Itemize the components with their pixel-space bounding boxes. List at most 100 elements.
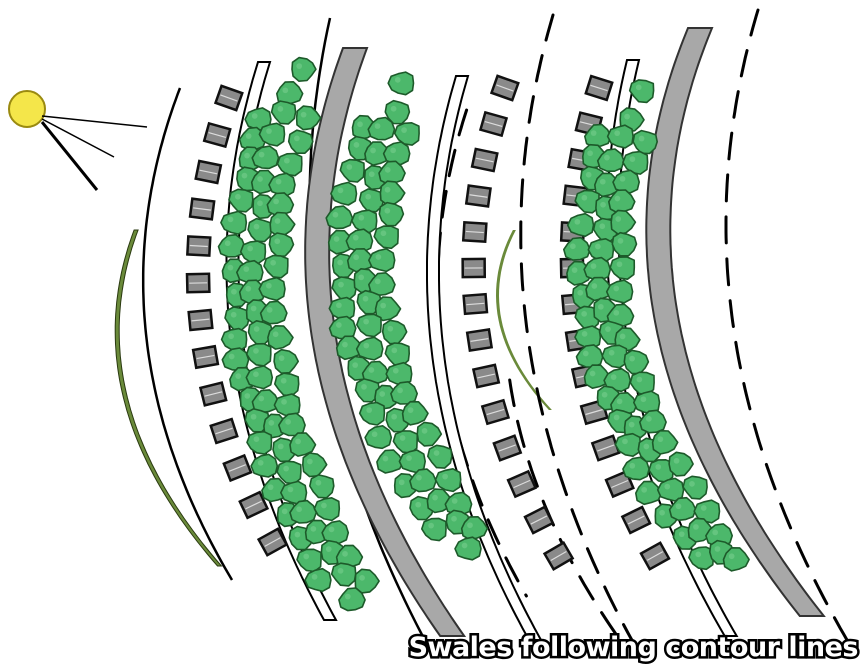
tree-canopy-icon (239, 240, 267, 265)
tree-canopy-icon (614, 432, 642, 457)
tree-canopy-icon (639, 409, 667, 434)
diagram-caption: Swales following contour lines (406, 630, 861, 665)
raised-bed-block-icon (191, 344, 220, 370)
raised-bed-block-icon (480, 398, 511, 426)
tree-canopy-icon (364, 425, 393, 450)
tree-canopy-icon (247, 320, 274, 345)
tree-canopy-icon (688, 546, 715, 571)
raised-bed-block-icon (620, 505, 652, 535)
tree-canopy-icon (246, 430, 273, 455)
tree-canopy-icon (596, 148, 625, 172)
tree-canopy-icon (258, 122, 286, 147)
contour-dashed-line (519, 13, 640, 653)
tree-canopy-icon (289, 432, 317, 457)
tree-canopy-icon (381, 319, 408, 345)
tree-canopy-icon (608, 189, 636, 214)
tree-canopy-icon (668, 496, 697, 522)
raised-bed-block-icon (506, 469, 538, 499)
tree-canopy-icon (421, 517, 447, 542)
tree-canopy-icon (274, 372, 300, 397)
tree-canopy-icon (267, 325, 294, 350)
tree-canopy-icon (612, 169, 640, 194)
tree-canopy-icon (287, 129, 314, 154)
tree-canopy-icon (427, 444, 453, 469)
tree-canopy-icon (364, 141, 392, 166)
raised-bed-block-icon (202, 121, 232, 149)
tree-canopy-icon (454, 536, 482, 561)
swale-channel (645, 27, 826, 617)
tree-canopy-icon (563, 236, 591, 261)
tree-canopy-icon (609, 256, 636, 280)
tree-canopy-icon (635, 480, 663, 506)
raised-bed-block-icon (604, 469, 635, 499)
tree-canopy-icon (259, 300, 288, 325)
tree-canopy-icon (623, 349, 650, 375)
tree-canopy-icon (296, 548, 322, 573)
raised-bed-block-icon (462, 292, 489, 316)
tree-canopy-icon (273, 393, 301, 418)
tree-canopy-icon (351, 209, 378, 234)
tree-canopy-icon (610, 209, 637, 235)
tree-canopy-icon (220, 210, 248, 235)
contour-dashed-line (436, 108, 528, 598)
tree-canopy-icon (358, 188, 385, 213)
raised-bed-block-icon (187, 308, 214, 332)
tree-canopy-icon (393, 122, 420, 146)
tree-canopy-icon (354, 378, 381, 403)
tree-canopy-icon (583, 256, 612, 281)
raised-bed-block-icon (478, 110, 509, 138)
contour-dashed-line (724, 8, 849, 642)
tree-canopy-icon (250, 453, 279, 478)
tree-canopy-icon (268, 172, 296, 197)
tree-canopy-icon (603, 368, 632, 393)
tree-canopy-icon (304, 567, 332, 593)
tree-canopy-icon (384, 342, 410, 367)
tree-canopy-icon (276, 152, 303, 177)
tree-canopy-icon (384, 99, 411, 125)
tree-canopy-icon (379, 180, 406, 206)
tree-canopy-icon (390, 381, 418, 405)
tree-canopy-icon (378, 201, 405, 227)
berm-grass-strip (496, 230, 552, 410)
sun-ray (41, 115, 148, 128)
tree-canopy-icon (220, 327, 248, 352)
tree-canopy-icon (258, 276, 286, 302)
sun-ray (41, 118, 115, 158)
raised-bed-block-icon (194, 159, 223, 185)
tree-canopy-icon (367, 116, 396, 141)
raised-bed-block-icon (489, 74, 520, 102)
tree-canopy-icon (378, 160, 406, 185)
tree-canopy-icon (368, 272, 396, 297)
tree-canopy-icon (668, 451, 694, 477)
tree-canopy-icon (270, 100, 297, 125)
contour-edge-line (141, 87, 234, 581)
tree-canopy-icon (566, 212, 595, 238)
tree-canopy-icon (251, 389, 280, 414)
berm-grass-strip (114, 229, 223, 567)
tree-canopy-icon (373, 225, 399, 250)
raised-bed-block-icon (465, 328, 494, 352)
tree-canopy-icon (628, 79, 655, 104)
tree-canopy-icon (575, 344, 604, 368)
tree-canopy-icon (268, 232, 295, 257)
raised-bed-block-icon (461, 257, 487, 279)
tree-canopy-icon (587, 238, 615, 263)
tree-canopy-icon (354, 568, 380, 594)
tree-canopy-icon (722, 547, 750, 572)
raised-bed-block-icon (542, 540, 575, 572)
raised-bed-block-icon (471, 363, 501, 389)
tree-canopy-icon (263, 254, 289, 279)
tree-canopy-icon (325, 205, 354, 230)
tree-canopy-icon (295, 105, 322, 131)
tree-canopy-icon (278, 412, 306, 437)
tree-canopy-icon (245, 365, 274, 390)
tree-canopy-icon (611, 231, 638, 257)
tree-rows (217, 56, 750, 612)
tree-canopy-icon (217, 233, 246, 258)
raised-bed-block-icon (590, 434, 621, 462)
tree-canopy-icon (309, 474, 335, 499)
tree-canopy-icon (416, 421, 443, 447)
tree-canopy-icon (358, 401, 386, 426)
